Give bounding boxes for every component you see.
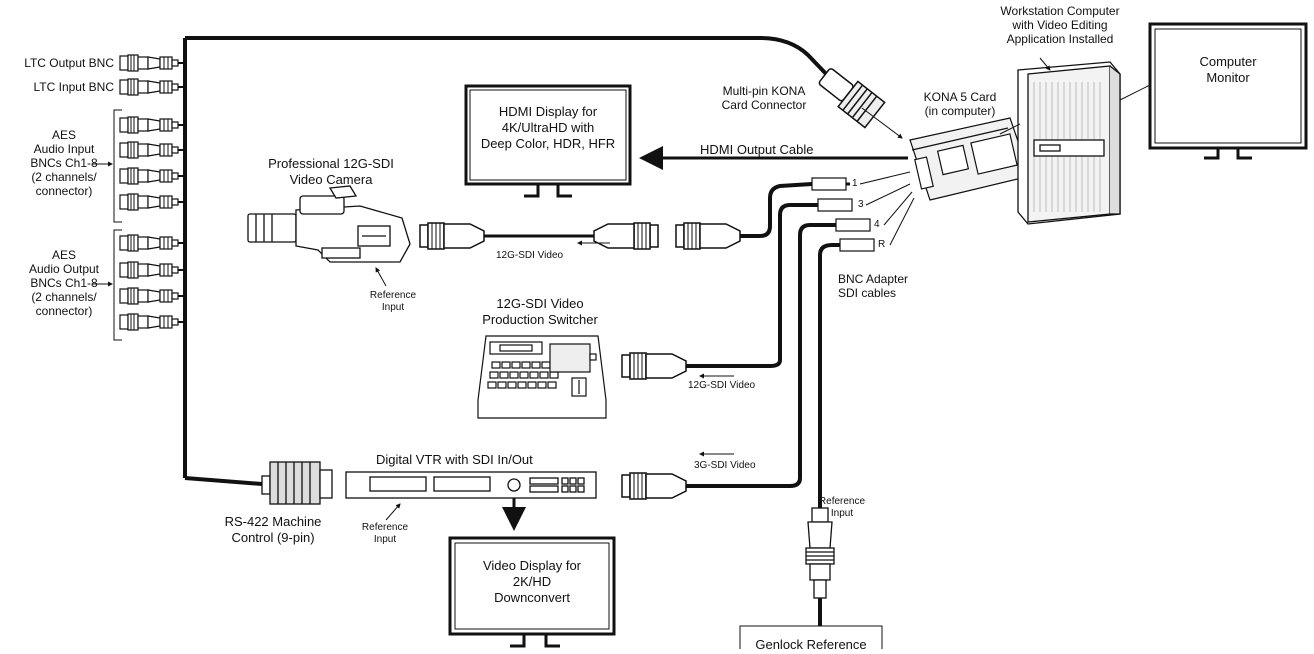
port-4-label: 4 [874,219,880,230]
camera-reference-label: Reference Input [369,290,417,313]
aes-input-bnc-1 [119,116,185,134]
multipin-arrow [861,107,903,139]
genlock-reference-input-label: Reference Input [818,496,866,519]
aes-output-bnc-1 [119,234,185,252]
ltc-input-bnc [119,78,185,96]
hdmi-cable-label: HDMI Output Cable [700,142,814,157]
kona-card-icon [909,117,1031,201]
computer-monitor-label: Computer Monitor [1199,54,1257,85]
port-1-label: 1 [852,178,858,189]
video-display-label: Video Display for 2K/HD Downconvert [482,558,582,605]
kona-to-computer-line [999,123,1021,135]
workstation-label: Workstation Computer with Video Editing … [1000,4,1120,46]
aes-input-bnc-2 [119,141,185,159]
camera-sdi-cable [419,182,813,250]
hdmi-display-monitor [464,84,632,198]
aes-label-arrows [92,161,113,287]
multipin-label: Multi-pin KONA Card Connector [721,84,807,112]
workstation-computer-icon [1017,61,1121,225]
aes-input-bnc-3 [119,167,185,185]
aes-output-label: AES Audio Output BNCs Ch1-8 (2 channels/… [28,248,100,318]
aes-output-bnc-3 [119,287,185,305]
switcher-sdi-connector [621,352,687,380]
port-3-label: 3 [858,199,864,210]
vtr-video-label: 3G-SDI Video [694,460,756,471]
port-r-label: R [878,239,886,250]
computer-monitor-icon [1148,22,1308,160]
vtr-device-icon [345,471,597,499]
ltc-output-bnc [119,54,185,72]
ltc-input-label: LTC Input BNC [33,80,114,94]
kona-bnc-cables [686,171,915,508]
vtr-sdi-connector [621,472,687,500]
workstation-label-arrow [1039,57,1051,71]
aes-output-bnc-2 [119,261,185,279]
video-display-monitor [448,536,616,648]
camera-icon [247,185,411,263]
switcher-label: 12G-SDI Video Production Switcher [482,296,598,327]
aes-input-label: AES Audio Input BNCs Ch1-8 (2 channels/ … [30,128,98,198]
breakout-cable-bundle [183,36,832,486]
aes-input-bnc-4 [119,193,185,211]
production-switcher-icon [477,335,607,419]
rs422-label: RS-422 Machine Control (9-pin) [224,514,322,545]
ltc-output-label: LTC Output BNC [24,56,114,70]
workstation-monitor-link [1119,83,1153,101]
hdmi-display-label: HDMI Display for 4K/UltraHD with Deep Co… [480,104,616,151]
aes-bracket-lines [113,109,122,341]
rs422-connector-icon [261,461,333,505]
vtr-label: Digital VTR with SDI In/Out [376,452,533,467]
camera-video-label: 12G-SDI Video [496,250,564,261]
kona-card-label: KONA 5 Card (in computer) [923,90,997,118]
genlock-connector-icon [805,507,835,599]
bnc-adapter-label: BNC Adapter SDI cables [838,272,909,300]
aes-output-bnc-4 [119,313,185,331]
vtr-reference-label: Reference Input [361,522,409,545]
camera-ref-arrow [375,267,387,287]
genlock-label: Genlock Reference [755,637,867,652]
camera-label: Professional 12G-SDI Video Camera [268,156,394,187]
switcher-video-label: 12G-SDI Video [688,380,756,391]
vtr-ref-arrow [385,503,401,521]
